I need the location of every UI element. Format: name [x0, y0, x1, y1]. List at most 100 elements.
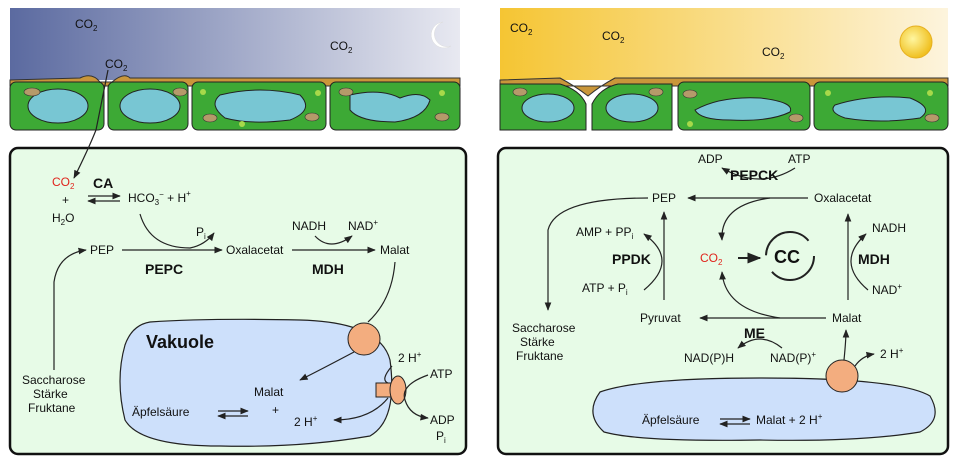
- h-pump-arrow: [384, 365, 393, 384]
- day-cell-vacuole: [605, 93, 659, 123]
- co2-entry-arrow: [73, 69, 109, 179]
- nadp-nadph-arc: [737, 338, 783, 349]
- day-sky: [500, 8, 948, 80]
- pump-to-2h-arrow: [333, 397, 389, 424]
- pyruvat-label: Pyruvat: [640, 311, 681, 325]
- chloroplast: [338, 87, 354, 97]
- amp-label: AMP + PPi: [576, 225, 633, 241]
- atp-label: ATP: [788, 152, 810, 166]
- malat-exporter: [825, 359, 859, 393]
- chloroplast: [202, 113, 218, 123]
- nadp-label: NAD(P)+: [770, 350, 816, 365]
- hco3-to-pepc-arrow: [139, 213, 215, 249]
- nadh-nad-arc: [314, 235, 353, 245]
- sugar-saccharose: Saccharose: [22, 373, 86, 387]
- sky-co2-2: CO2: [105, 57, 128, 73]
- malat-into-vacuole-arrow: [367, 261, 396, 323]
- day-cell-vacuole: [832, 96, 927, 122]
- two-h-vac-label: 2 H+: [294, 414, 318, 429]
- pi-label: Pi: [196, 225, 206, 241]
- night-cell-vacuole: [27, 88, 89, 124]
- chloroplast: [304, 112, 320, 122]
- pepc-enzyme: PEPC: [145, 261, 183, 277]
- calvin-cycle-label: CC: [774, 247, 800, 267]
- nad-label: NAD+: [872, 282, 902, 297]
- nadh-label: NADH: [292, 219, 326, 233]
- ppdk-side-arc: [643, 233, 663, 291]
- ca-enzyme: CA: [93, 175, 113, 191]
- day-cell-vacuole: [521, 93, 575, 123]
- chloroplast: [23, 87, 41, 97]
- chloroplast-dot: [687, 121, 693, 127]
- mdh-enzyme: MDH: [312, 261, 344, 277]
- mdh-enzyme: MDH: [858, 251, 890, 267]
- day-panel: CO2 CO2 CO2 ADP ATP PEPCK PEP Oxalacetat…: [496, 8, 950, 456]
- chloroplast: [788, 113, 804, 123]
- aepfelsaeure-label: Äpfelsäure: [132, 405, 190, 419]
- vac-plus-label: +: [272, 403, 279, 417]
- ppdk-enzyme: PPDK: [612, 251, 651, 267]
- night-cell-vacuole: [349, 91, 431, 123]
- vakuole: [119, 318, 393, 447]
- plus-label: +: [62, 193, 69, 207]
- pep-label: PEP: [652, 191, 676, 205]
- exporter-to-malat-arrow: [842, 329, 850, 361]
- sugar-staerke: Stärke: [520, 335, 555, 349]
- exporter-h-arrow: [854, 351, 875, 367]
- malat-label: Malat: [832, 311, 862, 325]
- pep-label: PEP: [90, 243, 114, 257]
- malat-2h-label: Malat + 2 H+: [756, 412, 823, 427]
- chloroplast-dot: [239, 121, 245, 127]
- pi2-label: Pi: [436, 429, 446, 445]
- adp-label: ADP: [698, 152, 723, 166]
- sun-icon: [899, 25, 933, 59]
- aepfelsaeure-label: Äpfelsäure: [642, 413, 700, 427]
- transporter-to-malat-arrow: [299, 351, 355, 381]
- sky-co2-2: CO2: [602, 29, 625, 45]
- h-out-label: 2 H+: [398, 350, 422, 365]
- sky-co2-1: CO2: [510, 21, 533, 37]
- chloroplast: [512, 87, 528, 97]
- pep-to-sugars-arrow: [544, 197, 649, 311]
- pepck-enzyme: PEPCK: [730, 167, 778, 183]
- chloroplast: [924, 113, 940, 123]
- night-cell-vacuole: [214, 89, 307, 123]
- night-cell-vacuole: [119, 88, 181, 124]
- sky-co2-1: CO2: [75, 17, 98, 33]
- night-sky: [10, 8, 460, 80]
- sugar-fruktane: Fruktane: [28, 401, 76, 415]
- two-h-label: 2 H+: [880, 346, 904, 361]
- sugar-fruktane: Fruktane: [516, 349, 564, 363]
- nad-label: NAD+: [348, 218, 378, 233]
- co2-red-label: CO2: [700, 251, 723, 267]
- chloroplast-dot: [825, 90, 831, 96]
- atp-pi-label: ATP + Pi: [582, 281, 628, 297]
- sugars-to-pep-arrow: [53, 247, 87, 370]
- day-cell-vacuole: [694, 97, 792, 121]
- adp-label: ADP: [430, 413, 455, 427]
- night-panel: CO2 CO2 CO2 CO2 + H2O CA HCO3− +: [8, 8, 468, 456]
- oxalacetat-label: Oxalacetat: [226, 243, 284, 257]
- calvin-cycle-ring: [765, 231, 815, 281]
- oxalacetat-label: Oxalacetat: [814, 191, 872, 205]
- chloroplast: [172, 87, 188, 97]
- atp-adp-arc: [721, 167, 796, 180]
- chloroplast: [682, 89, 698, 99]
- day-vakuole: [592, 377, 936, 441]
- proton-pump: [389, 375, 407, 405]
- malat-top-label: Malat: [380, 243, 410, 257]
- sky-co2-3: CO2: [330, 39, 353, 55]
- sky-co2-3: CO2: [762, 45, 785, 61]
- hco3-label: HCO3− + H+: [128, 189, 191, 207]
- moon-icon: [430, 21, 452, 49]
- nadph-label: NAD(P)H: [684, 351, 734, 365]
- nadh-label: NADH: [872, 221, 906, 235]
- nad-nadh-arc: [850, 233, 869, 291]
- chloroplast-dot: [927, 90, 933, 96]
- sugar-saccharose: Saccharose: [512, 321, 576, 335]
- chloroplast-dot: [315, 90, 321, 96]
- malat-transporter: [347, 322, 381, 356]
- atp-adp-arc: [403, 374, 429, 421]
- chloroplast: [648, 87, 664, 97]
